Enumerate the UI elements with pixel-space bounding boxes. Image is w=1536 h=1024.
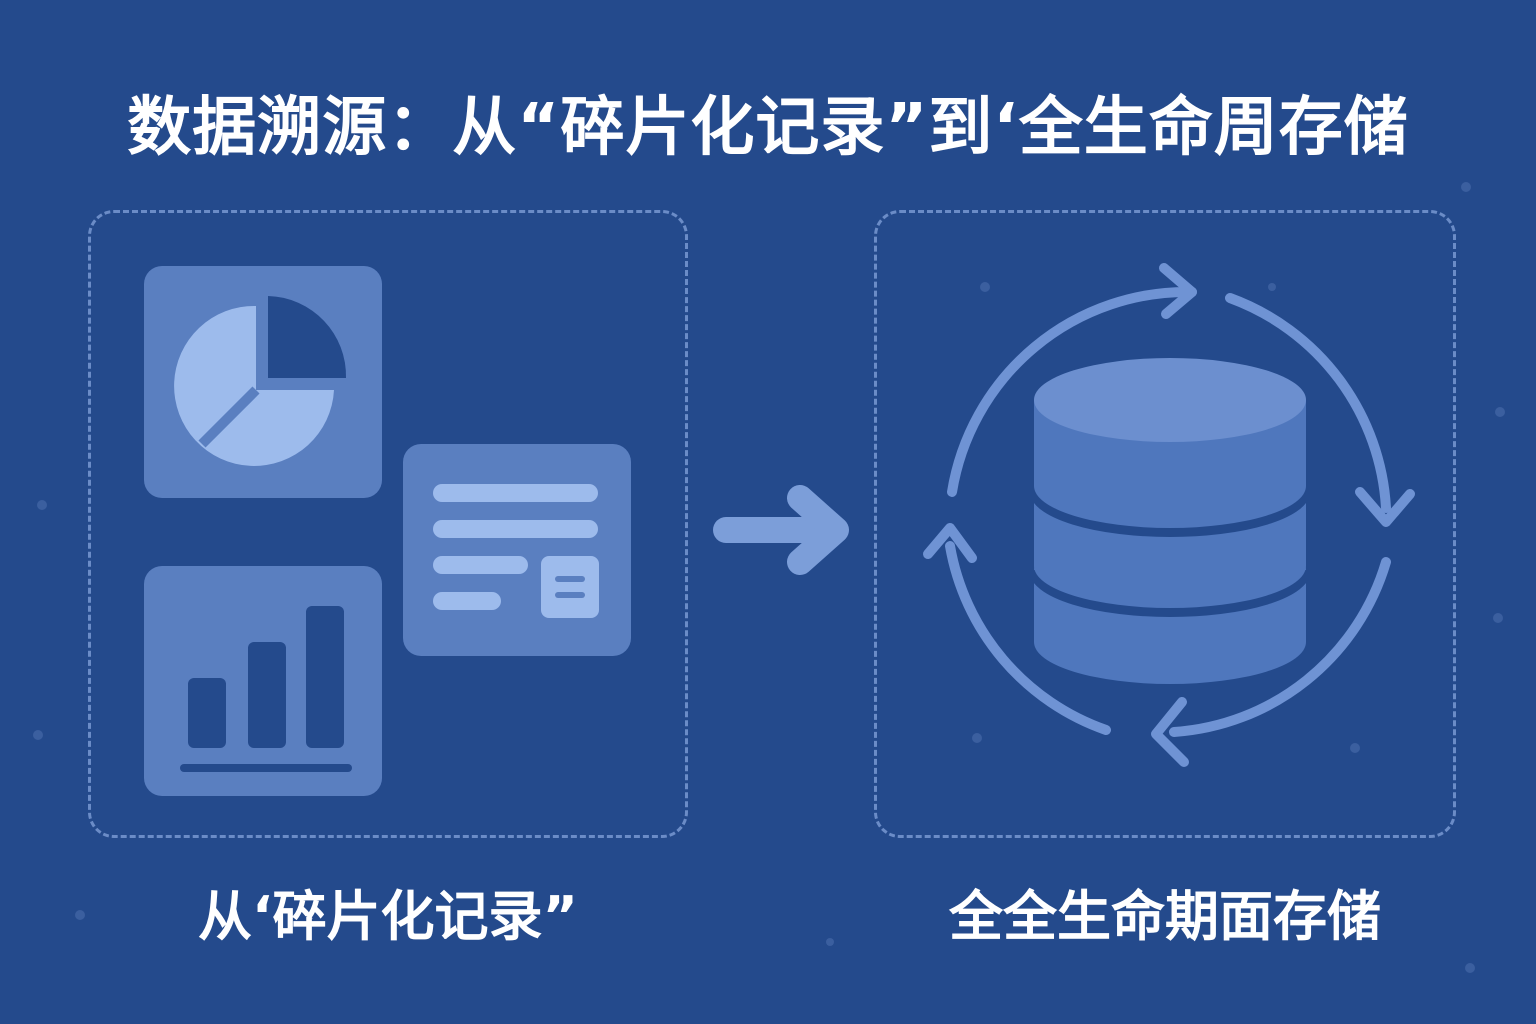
pie-chart-card <box>144 266 382 498</box>
bar-chart-icon <box>180 606 352 772</box>
document-icon <box>433 484 599 618</box>
database-icon <box>1030 358 1310 684</box>
bar-chart-card <box>144 566 382 796</box>
lifecycle-storage-panel <box>874 210 1456 838</box>
left-caption: 从‘碎片化记录” <box>197 885 578 948</box>
fragmented-records-panel <box>88 210 688 838</box>
arrow-right-icon <box>713 485 849 575</box>
right-caption: 全全生命期面存储 <box>949 885 1381 948</box>
pie-chart-icon <box>174 296 347 466</box>
page-title: 数据溯源：从“碎片化记录”到‘全生命周存储 <box>127 91 1409 165</box>
document-card <box>403 444 631 656</box>
cycle-arrows-icon <box>923 263 1415 767</box>
